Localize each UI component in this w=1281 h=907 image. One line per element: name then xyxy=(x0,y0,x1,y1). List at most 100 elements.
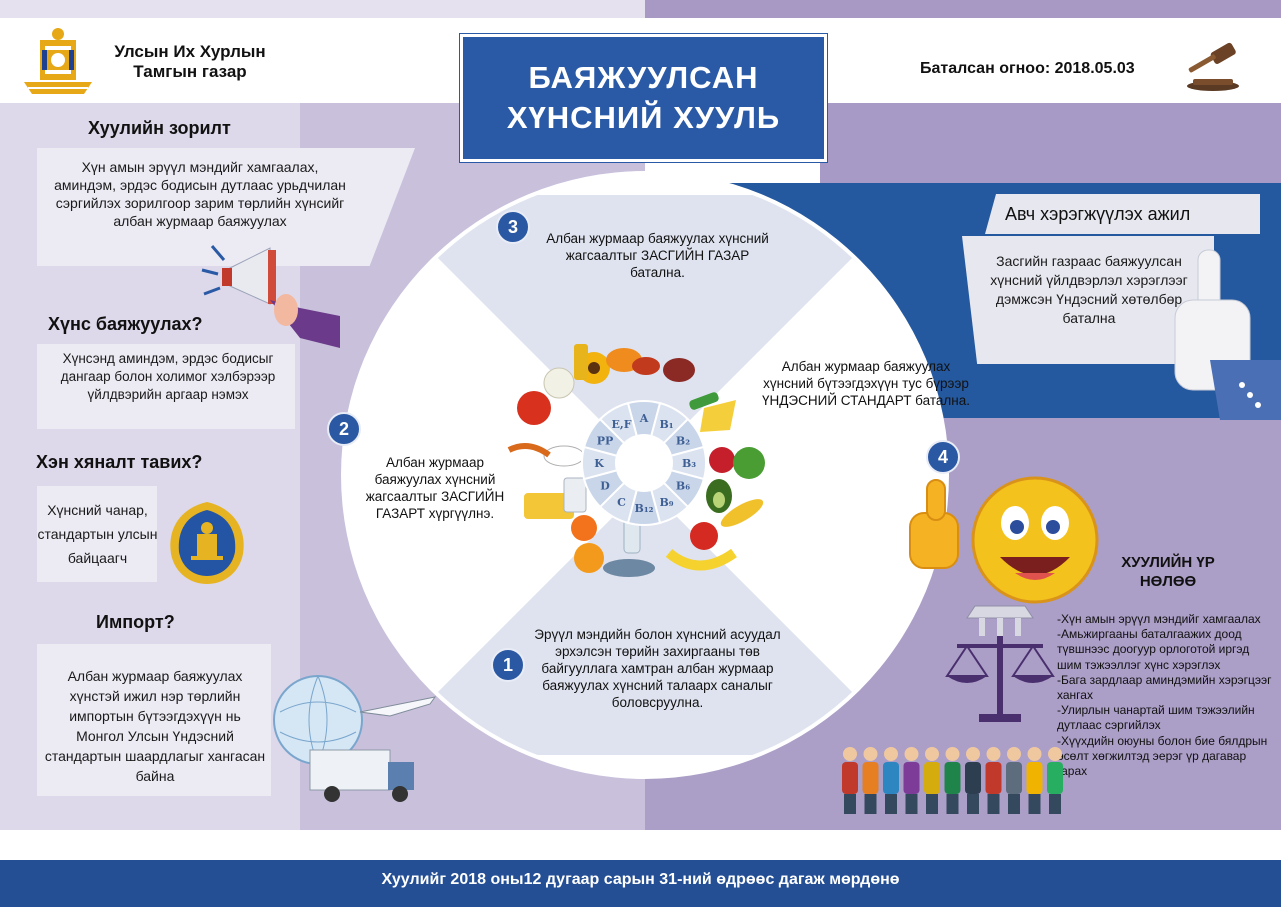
right-upper-panel xyxy=(820,103,1281,183)
person-legs xyxy=(864,794,877,814)
impact-item: -Хүүхдийн оюуны болон бие бялдрын өсөлт … xyxy=(1057,733,1268,779)
person-head xyxy=(986,747,1001,761)
impact-item: -Амьжиргааны баталгаажих доод түвшнээс д… xyxy=(1057,627,1250,672)
person-legs xyxy=(926,794,938,814)
person-body xyxy=(903,762,920,794)
top-left-band xyxy=(0,0,645,18)
person-head xyxy=(863,747,878,761)
step-4-text: Албан журмаар баяжуулах хүнсний бүтээгдэ… xyxy=(762,359,970,408)
approval-date: Баталсан огноо: 2018.05.03 xyxy=(920,60,1135,77)
person-head xyxy=(1007,747,1021,761)
person-legs xyxy=(987,794,1000,814)
import-text: Албан журмаар баяжуулах хүнстэй ижил нэр… xyxy=(44,668,266,784)
person-head xyxy=(904,747,919,761)
action-card xyxy=(962,236,1214,364)
person-head xyxy=(966,747,980,761)
vitamin-label: E,F xyxy=(611,418,631,431)
law-impact-heading-line1: ХУУЛИЙН ҮР xyxy=(1121,554,1215,571)
org-name-line2: Тамгын газар xyxy=(133,62,247,81)
footer-bar xyxy=(0,860,1281,907)
law-goal-card xyxy=(37,148,415,266)
import-card xyxy=(37,644,271,796)
action-text: Засгийн газраас баяжуулсан хүнсний үйлдв… xyxy=(990,253,1188,326)
person-head xyxy=(843,747,857,761)
vitamin-label: K xyxy=(594,457,604,470)
person-body xyxy=(862,762,879,794)
title-line2: ХҮНСНИЙ ХУУЛЬ xyxy=(506,100,781,135)
person-body xyxy=(924,762,940,794)
footer-strip xyxy=(0,830,1281,860)
fortify-card xyxy=(37,344,295,429)
person-legs xyxy=(905,794,918,814)
person-body xyxy=(1047,762,1063,794)
vitamin-label: B₁ xyxy=(659,418,673,431)
vitamin-label: C xyxy=(617,496,626,509)
person-legs xyxy=(844,794,856,814)
vitamin-label: PP xyxy=(597,435,614,448)
step-4-badge: 4 xyxy=(926,440,960,474)
vitamin-label: B₂ xyxy=(676,435,690,448)
person-body xyxy=(883,762,899,794)
thumbs-up-hand-icon xyxy=(1174,249,1281,420)
scales-of-justice-icon xyxy=(945,605,1055,722)
person-head xyxy=(1027,747,1042,761)
import-heading: Импорт? xyxy=(96,612,175,632)
person-legs xyxy=(946,794,959,814)
action-heading: Авч хэрэгжүүлэх ажил xyxy=(1005,204,1191,224)
parliament-emblem-icon xyxy=(24,28,92,94)
person-head xyxy=(945,747,960,761)
vitamin-label: D xyxy=(600,480,610,493)
person-body xyxy=(1006,762,1022,794)
vitamin-label: B₆ xyxy=(676,480,690,493)
impact-item: -Хүн амын эрүүл мэндийг хамгаалах xyxy=(1057,612,1261,626)
org-name-line1: Улсын Их Хурлын xyxy=(114,42,266,61)
title-line1: БАЯЖУУЛСАН xyxy=(528,60,759,95)
control-text: Хүнсний чанар, стандартын улсын байцаагч xyxy=(37,502,158,566)
smiley-thumbs-up-icon xyxy=(909,476,1099,604)
step-3-badge: 3 xyxy=(496,210,530,244)
step-2-text: Албан журмаар баяжуулах хүнсний жагсаалт… xyxy=(365,455,505,521)
person-legs xyxy=(885,794,897,814)
person-legs xyxy=(1008,794,1020,814)
megaphone-icon xyxy=(201,245,340,348)
law-impact-heading: ХУУЛИЙН ҮР НӨЛӨӨ xyxy=(1098,553,1238,591)
vitamin-label: B₁₂ xyxy=(635,502,654,515)
globe-logistics-icon xyxy=(273,675,437,802)
inspection-emblem-icon xyxy=(170,502,244,584)
person-head xyxy=(925,747,939,761)
organization-name: Улсын Их Хурлын Тамгын газар xyxy=(100,42,280,82)
person-body xyxy=(944,762,961,794)
footer-text: Хуулийг 2018 оны12 дугаар сарын 31-ний ө… xyxy=(381,871,900,888)
person-legs xyxy=(1028,794,1041,814)
gavel-icon xyxy=(1187,42,1239,91)
title-banner: БАЯЖУУЛСАН ХҮНСНИЙ ХУУЛЬ xyxy=(460,34,827,162)
person-body xyxy=(842,762,858,794)
step-3-text: Албан журмаар баяжуулах хүнсний жагсаалт… xyxy=(546,231,769,280)
person-head xyxy=(1048,747,1062,761)
vitamin-label: A xyxy=(639,412,649,425)
law-goal-heading: Хуулийн зорилт xyxy=(88,118,231,138)
action-heading-banner xyxy=(985,194,1260,234)
law-impact-heading-line2: НӨЛӨӨ xyxy=(1139,573,1197,590)
person-head xyxy=(884,747,898,761)
law-goal-text: Хүн амын эрүүл мэндийг хамгаалах, аминдэ… xyxy=(54,159,346,229)
fortify-heading: Хүнс баяжуулах? xyxy=(48,314,203,334)
vitamin-label: B₃ xyxy=(682,457,696,470)
person-body xyxy=(965,762,981,794)
person-legs xyxy=(967,794,979,814)
step-1-text: Эрүүл мэндийн болон хүнсний асуудал эрхэ… xyxy=(534,627,781,710)
person-legs xyxy=(1049,794,1061,814)
control-heading: Хэн хяналт тавих? xyxy=(36,452,203,472)
step-2-badge: 2 xyxy=(327,412,361,446)
people-group-icon xyxy=(842,747,1063,814)
vitamin-label: B₉ xyxy=(659,496,673,509)
fortify-text: Хүнсэнд аминдэм, эрдэс бодисыг дангаар б… xyxy=(60,351,276,402)
person-body xyxy=(985,762,1002,794)
top-right-band xyxy=(645,0,1281,18)
impact-item: -Улирлын чанартай шим тэжээлийн дутлаас … xyxy=(1057,703,1255,733)
person-body xyxy=(1026,762,1043,794)
law-impact-list: -Хүн амын эрүүл мэндийг хамгаалах -Амьжи… xyxy=(1057,612,1277,779)
food-ring xyxy=(507,344,765,577)
